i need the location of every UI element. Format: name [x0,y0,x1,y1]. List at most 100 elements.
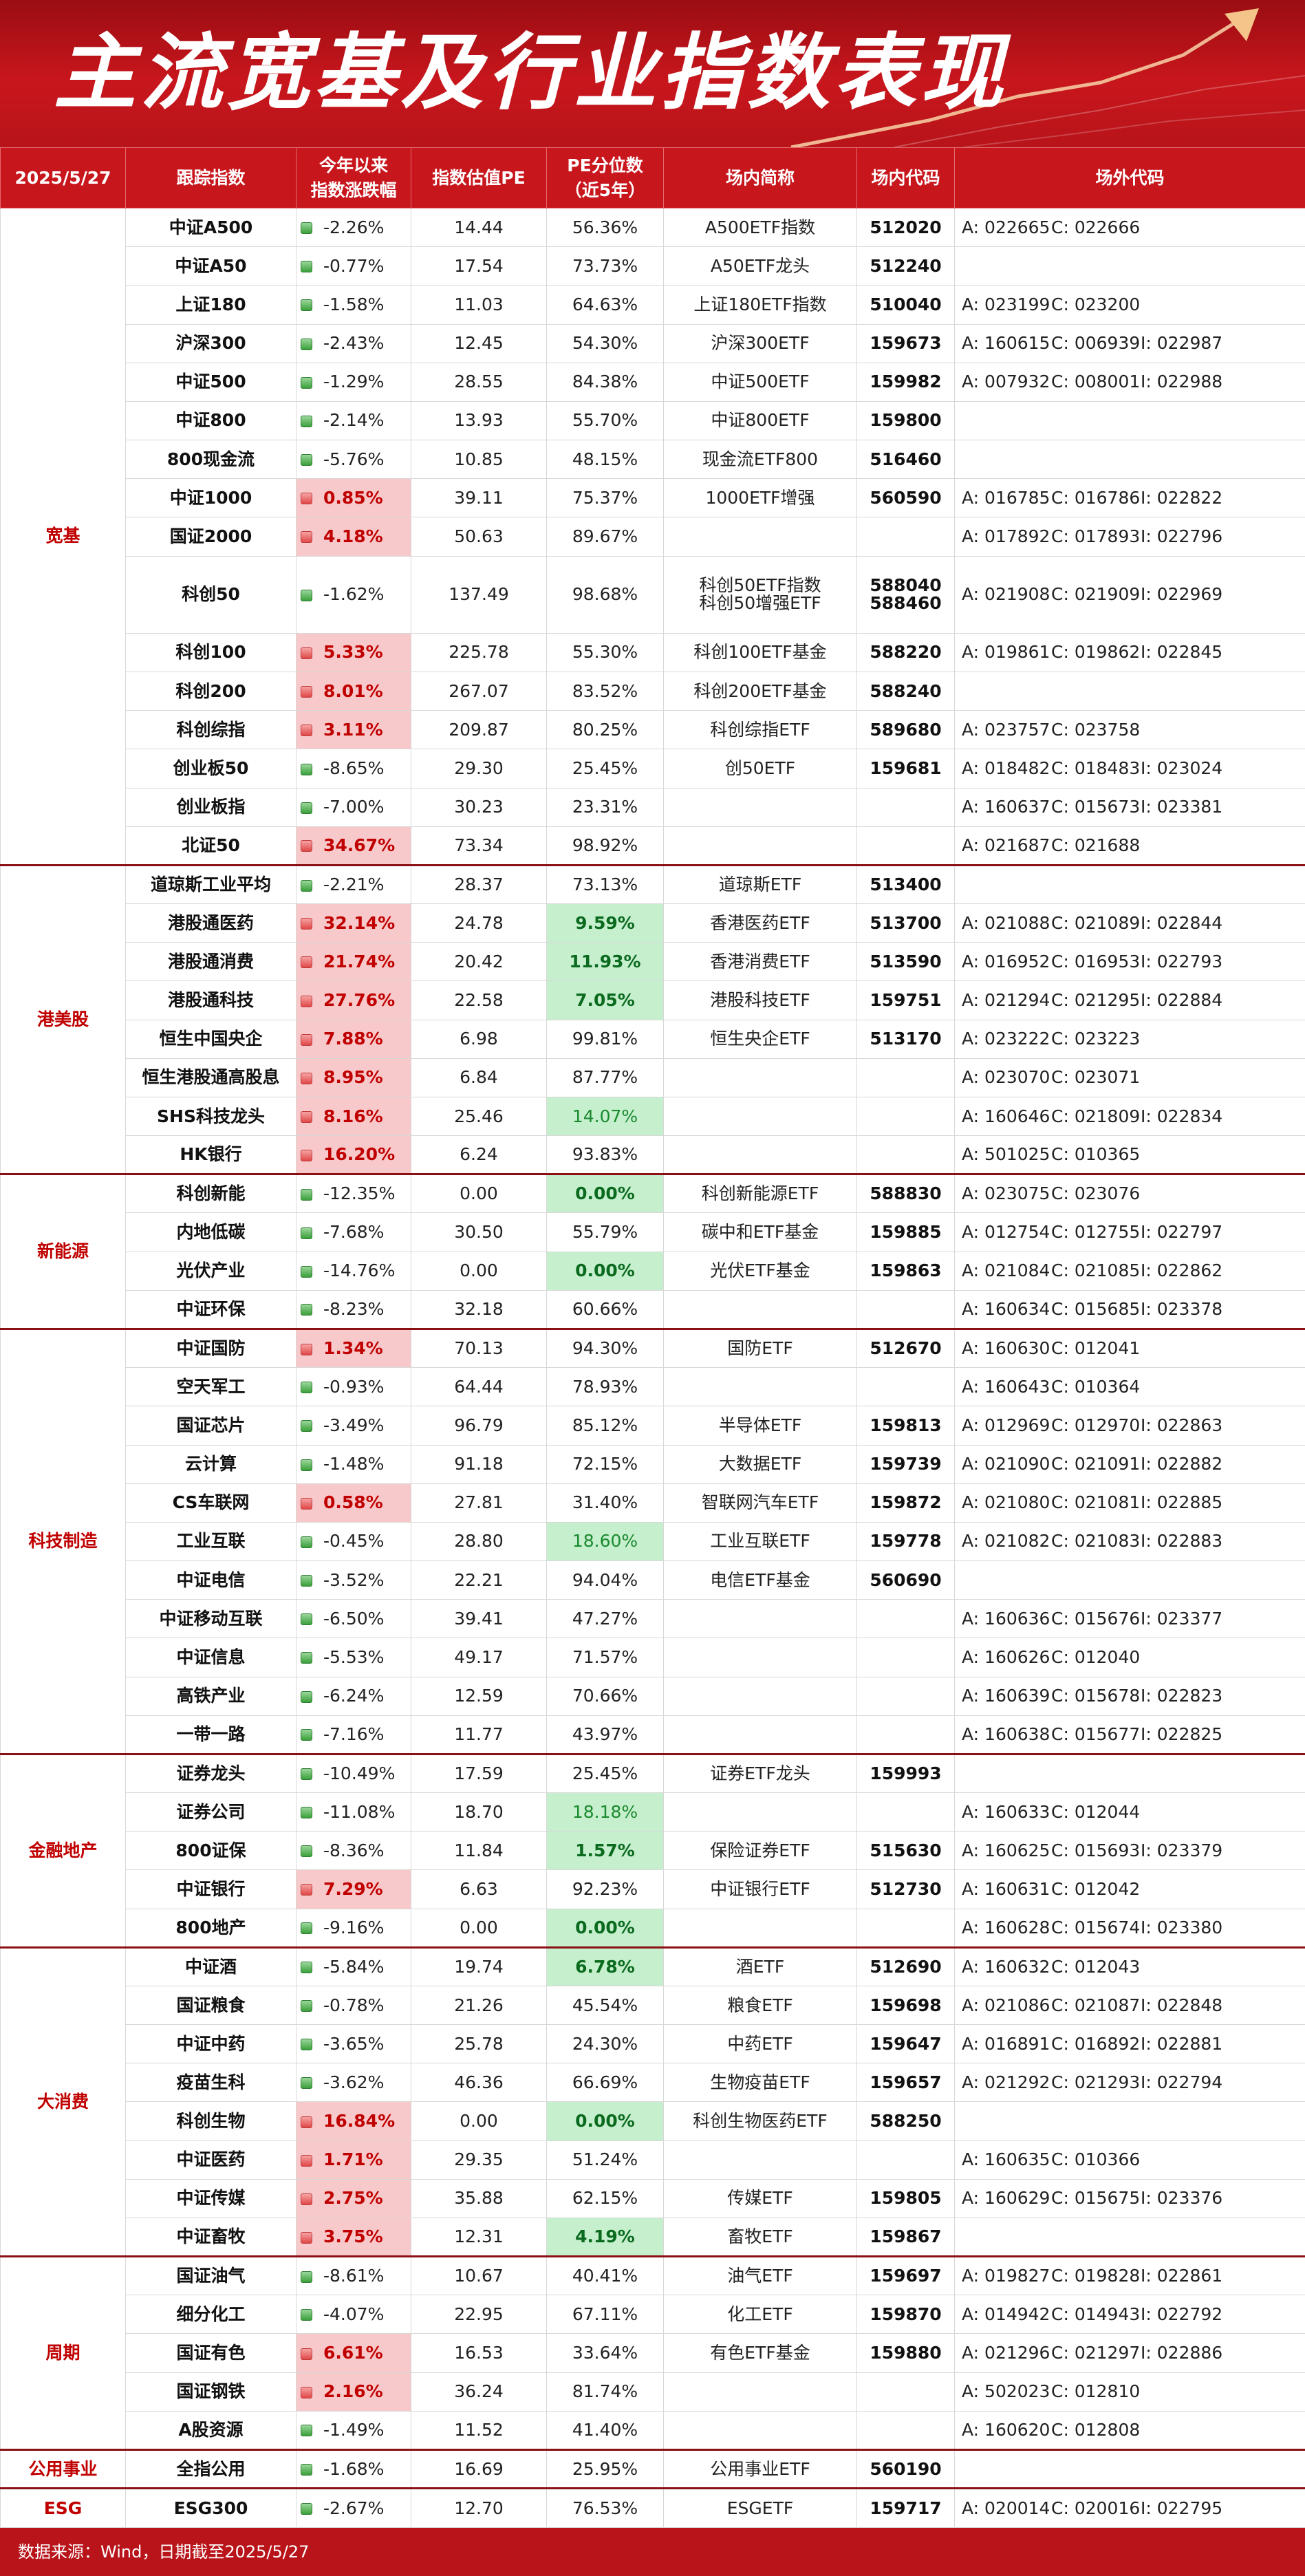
etf-name: 证券ETF龙头 [710,1763,810,1783]
pe-value: 17.54 [411,246,547,286]
rising-arrow-graphic [790,8,1305,147]
otc-code: A: 021088 [962,912,1050,933]
pe-value: 19.74 [411,1946,547,1986]
otc-code: A: 022665 [962,217,1050,237]
index-name: 空天军工 [125,1367,296,1407]
etf-name-cell: 现金流ETF800 [663,440,857,480]
otc-code: C: 016786 [1051,487,1141,508]
down-indicator-icon [301,299,312,312]
ytd-change-cell: -0.78% [296,1985,411,2026]
ytd-change-cell: -8.61% [296,2255,411,2296]
otc-code: C: 012755 [1051,1222,1141,1243]
pe-value: 12.70 [411,2487,547,2528]
otc-code: C: 017893 [1051,526,1141,546]
down-indicator-icon [301,261,312,273]
etf-name: 粮食ETF [727,1995,793,2015]
otc-code-cell: A: 160638C: 015677I: 022825 [954,1715,1305,1754]
index-name: 国证芯片 [125,1406,296,1446]
down-indicator-icon [301,1962,312,1974]
etf-name-cell: A500ETF指数 [663,207,857,248]
etf-code: 515630 [870,1840,942,1860]
pe-value: 0.00 [411,2101,547,2141]
otc-code: C: 010365 [1051,1144,1141,1165]
pe-percentile: 67.11% [546,2295,664,2334]
etf-name-cell: 香港消费ETF [663,942,857,982]
pe-percentile: 55.70% [546,400,664,441]
etf-code-cell: 159872 [856,1483,955,1523]
ytd-change-value: 8.01% [323,680,383,701]
etf-name: 恒生央企ETF [710,1029,810,1049]
ytd-change-cell: -3.52% [296,1560,411,1600]
etf-code-cell: 513590 [856,942,955,982]
down-indicator-icon [301,2271,312,2283]
otc-code-cell [954,440,1305,480]
otc-code-cell [954,863,1305,905]
etf-name-cell [663,826,857,866]
etf-code: 159697 [870,2266,942,2286]
etf-name-cell: 科创100ETF基金 [663,632,857,673]
pe-value: 46.36 [411,2063,547,2103]
otc-code: A: 020014 [962,2498,1050,2518]
ytd-change-cell: -1.62% [296,555,411,634]
otc-code: A: 014942 [962,2304,1050,2324]
etf-name: 中证800ETF [711,410,810,431]
index-name: 港股通消费 [125,942,296,982]
etf-code-cell: 159778 [856,1521,955,1562]
etf-code-cell: 588830 [856,1173,955,1214]
otc-code: A: 160638 [962,1724,1050,1744]
pe-value: 0.00 [411,1173,547,1214]
up-indicator-icon [301,840,312,852]
etf-code-cell: 159870 [856,2295,955,2334]
ytd-change-value: 16.84% [323,2111,396,2132]
pe-value: 225.78 [411,632,547,673]
otc-code: C: 014943 [1051,2304,1141,2324]
ytd-change-value: -3.62% [323,2072,385,2092]
otc-code: I: 022987 [1141,333,1223,354]
ytd-change-value: 21.74% [323,951,396,972]
otc-code: A: 501025 [962,1144,1050,1165]
otc-code: A: 023075 [962,1183,1050,1204]
index-name: 中证800 [125,400,296,441]
otc-code-cell: A: 012969C: 012970I: 022863 [954,1406,1305,1446]
index-name: 道琼斯工业平均 [125,863,296,905]
etf-name: 科创生物医药ETF [693,2111,828,2132]
pe-value: 16.69 [411,2448,547,2489]
otc-code: A: 021086 [962,1995,1050,2015]
otc-code-cell: A: 502023C: 012810 [954,2372,1305,2412]
pe-percentile: 25.45% [546,749,664,788]
etf-code: 512240 [870,255,942,276]
otc-code-cell: A: 160632C: 012043 [954,1946,1305,1986]
pe-value: 0.00 [411,1908,547,1948]
ytd-change-cell: -1.58% [296,285,411,325]
otc-code: C: 015675 [1051,2188,1141,2209]
pe-value: 24.78 [411,903,547,943]
pe-percentile: 64.63% [546,285,664,325]
ytd-change-cell: 7.29% [296,1869,411,1909]
etf-code-cell [856,1676,955,1716]
otc-code: I: 022861 [1141,2266,1223,2286]
up-indicator-icon [301,2116,312,2128]
ytd-change-cell: -6.50% [296,1599,411,1639]
down-indicator-icon [301,589,312,601]
down-indicator-icon [301,2464,312,2476]
ytd-change-cell: 8.01% [296,672,411,711]
etf-code-cell [856,1096,955,1137]
otc-code: C: 023200 [1051,294,1141,314]
pe-percentile: 71.57% [546,1638,664,1677]
pe-percentile: 98.68% [546,555,664,634]
etf-code: 159880 [870,2343,942,2363]
etf-code-cell: 588250 [856,2101,955,2141]
otc-code: A: 019827 [962,2266,1050,2286]
pe-value: 10.67 [411,2255,547,2296]
etf-name: 工业互联ETF [710,1531,810,1552]
down-indicator-icon [301,1922,312,1935]
ytd-change-cell: -3.62% [296,2063,411,2103]
